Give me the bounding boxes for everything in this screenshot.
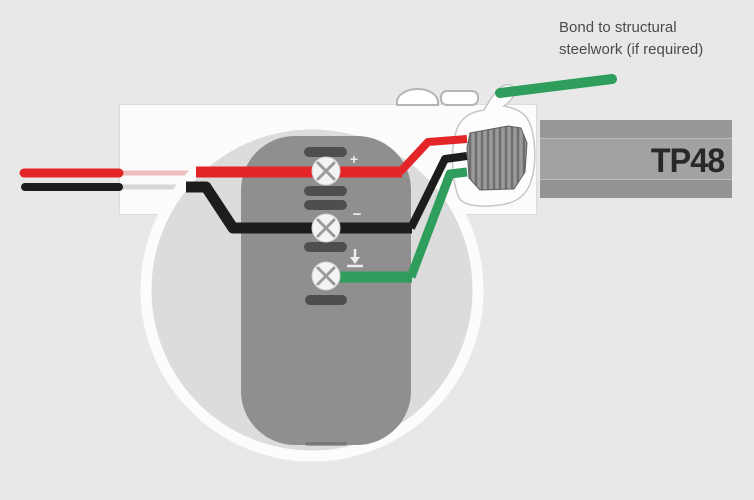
slot (304, 200, 347, 210)
earth-symbol-icon (347, 249, 363, 268)
tp48-sensor-body: TP48 (540, 120, 732, 198)
tp48-label: TP48 (650, 142, 725, 180)
red-wire-to-connector (397, 135, 468, 175)
bond-annotation-line2: steelwork (if required) (559, 41, 704, 58)
cable-grommet-dome (396, 88, 439, 106)
bond-wire (495, 74, 617, 98)
screw-cross-icon (316, 218, 336, 238)
screw-terminal-earth (311, 261, 341, 291)
slot (304, 242, 347, 252)
screw-cross-icon (316, 266, 336, 286)
black-wire-to-connector (407, 152, 468, 230)
slot (305, 295, 347, 305)
screw-terminal-positive (311, 156, 341, 186)
screw-cross-icon (316, 161, 336, 181)
connector-heatshrink (466, 125, 528, 191)
bond-annotation: Bond to structural steelwork (if require… (559, 17, 754, 61)
bond-annotation-line1: Bond to structural (559, 19, 677, 36)
minus-symbol: − (353, 206, 362, 223)
plus-symbol: + (350, 151, 358, 167)
green-wire-to-connector (406, 167, 468, 279)
terminal-block-slots (304, 147, 347, 305)
cable-grommet-rect (440, 90, 479, 106)
screw-terminal-negative (311, 213, 341, 243)
slot (304, 186, 347, 196)
slot (304, 147, 347, 157)
